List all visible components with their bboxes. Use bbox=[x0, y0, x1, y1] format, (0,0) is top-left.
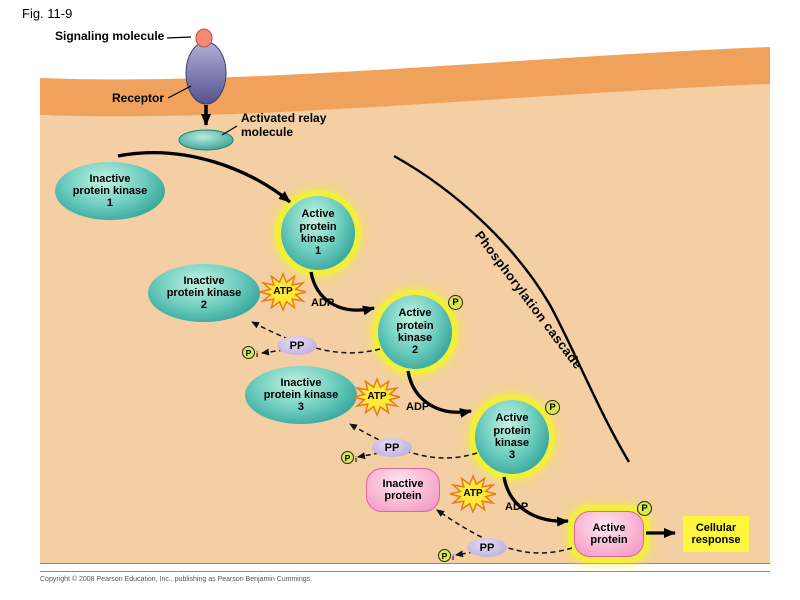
p-circle: P bbox=[242, 346, 255, 359]
figure-label: Fig. 11-9 bbox=[22, 6, 73, 21]
phosphorylation-cascade-label: Phosphorylation cascade bbox=[472, 228, 586, 372]
p-label: P bbox=[441, 550, 448, 561]
pp-label: PP bbox=[289, 339, 305, 352]
phosphatase-pp-2: PP bbox=[372, 438, 412, 457]
atp-label-1: ATP bbox=[273, 286, 293, 297]
adp-label-1: ADP bbox=[311, 297, 335, 309]
p-label: P bbox=[549, 402, 556, 413]
copyright-text: Copyright © 2008 Pearson Education, Inc.… bbox=[40, 576, 313, 583]
adp-label-2: ADP bbox=[406, 401, 430, 413]
p-label: P bbox=[641, 503, 648, 514]
phosphate-badge-pk2: P bbox=[448, 295, 463, 310]
phosphatase-pp-1: PP bbox=[277, 336, 317, 355]
signaling-molecule-label: Signaling molecule bbox=[55, 29, 165, 43]
receptor-label: Receptor bbox=[112, 91, 165, 105]
adp-label-3: ADP bbox=[505, 501, 529, 513]
p-circle: P bbox=[341, 451, 354, 464]
p-label: P bbox=[452, 297, 459, 308]
p-circle: P bbox=[438, 549, 451, 562]
activated-relay-label: Activated relay molecule bbox=[241, 111, 327, 140]
atp-label-3: ATP bbox=[463, 488, 483, 499]
pi-subscript: i bbox=[256, 350, 259, 359]
pp-label: PP bbox=[384, 441, 400, 454]
pp-label: PP bbox=[479, 541, 495, 554]
atp-label-2: ATP bbox=[367, 391, 387, 402]
pi-subscript: i bbox=[355, 455, 358, 464]
pi-subscript: i bbox=[452, 553, 455, 562]
phosphate-badge-protein: P bbox=[637, 501, 652, 516]
p-label: P bbox=[344, 452, 351, 463]
phosphatase-pp-3: PP bbox=[467, 538, 507, 557]
p-label: P bbox=[245, 347, 252, 358]
phosphate-badge-pk3: P bbox=[545, 400, 560, 415]
